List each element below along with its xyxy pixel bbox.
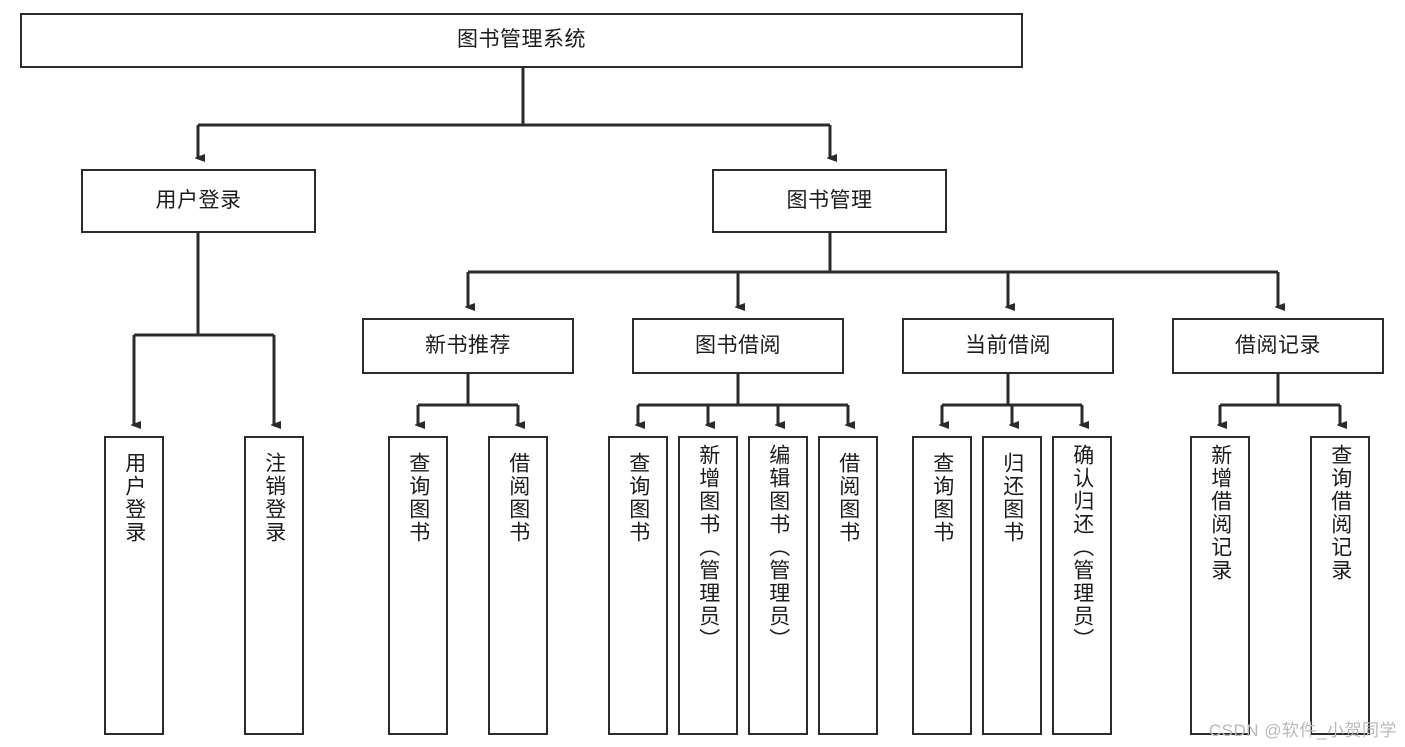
node-leaf-logout-label: 注销登录 [262, 452, 286, 544]
node-leaf-add-book[interactable]: 新增图书（管理员） [678, 436, 738, 735]
node-leaf-return-book[interactable]: 归还图书 [982, 436, 1042, 735]
node-leaf-query-book-3-label: 查询图书 [930, 452, 954, 544]
node-leaf-add-record-label: 新增借阅记录 [1208, 444, 1232, 582]
node-leaf-add-record[interactable]: 新增借阅记录 [1190, 436, 1250, 735]
node-leaf-borrow-book-1-label: 借阅图书 [506, 452, 530, 544]
node-borrow-record-label: 借阅记录 [1235, 333, 1321, 357]
node-leaf-edit-book[interactable]: 编辑图书（管理员） [748, 436, 808, 735]
node-leaf-add-book-label: 新增图书（管理员） [696, 444, 720, 651]
node-new-book-rec[interactable]: 新书推荐 [362, 318, 574, 374]
node-user-login-label: 用户登录 [155, 188, 242, 212]
node-book-manage[interactable]: 图书管理 [712, 169, 947, 233]
node-current-borrow-label: 当前借阅 [965, 333, 1051, 357]
node-leaf-borrow-book-1[interactable]: 借阅图书 [488, 436, 548, 735]
node-user-login[interactable]: 用户登录 [81, 169, 316, 233]
node-new-book-rec-label: 新书推荐 [425, 333, 511, 357]
node-leaf-confirm-return[interactable]: 确认归还（管理员） [1052, 436, 1112, 735]
node-book-borrow-label: 图书借阅 [695, 333, 781, 357]
node-book-borrow[interactable]: 图书借阅 [632, 318, 844, 374]
node-leaf-logout[interactable]: 注销登录 [244, 436, 304, 735]
node-leaf-query-record-label: 查询借阅记录 [1328, 444, 1352, 582]
node-root[interactable]: 图书管理系统 [20, 13, 1023, 68]
node-book-manage-label: 图书管理 [786, 188, 873, 212]
node-leaf-confirm-return-label: 确认归还（管理员） [1070, 444, 1094, 651]
node-leaf-query-book-1[interactable]: 查询图书 [388, 436, 448, 735]
node-leaf-edit-book-label: 编辑图书（管理员） [766, 444, 790, 651]
node-leaf-user-login[interactable]: 用户登录 [104, 436, 164, 735]
node-leaf-borrow-book-2[interactable]: 借阅图书 [818, 436, 878, 735]
node-leaf-query-record[interactable]: 查询借阅记录 [1310, 436, 1370, 735]
node-leaf-user-login-label: 用户登录 [122, 452, 146, 544]
node-current-borrow[interactable]: 当前借阅 [902, 318, 1114, 374]
node-leaf-query-book-2-label: 查询图书 [626, 452, 650, 544]
node-leaf-query-book-3[interactable]: 查询图书 [912, 436, 972, 735]
node-leaf-query-book-1-label: 查询图书 [406, 452, 430, 544]
node-leaf-borrow-book-2-label: 借阅图书 [836, 452, 860, 544]
csdn-watermark: CSDN @软件_小贺同学 [1208, 721, 1397, 740]
node-root-label: 图书管理系统 [457, 28, 586, 52]
node-leaf-query-book-2[interactable]: 查询图书 [608, 436, 668, 735]
node-leaf-return-book-label: 归还图书 [1000, 452, 1024, 544]
node-borrow-record[interactable]: 借阅记录 [1172, 318, 1384, 374]
